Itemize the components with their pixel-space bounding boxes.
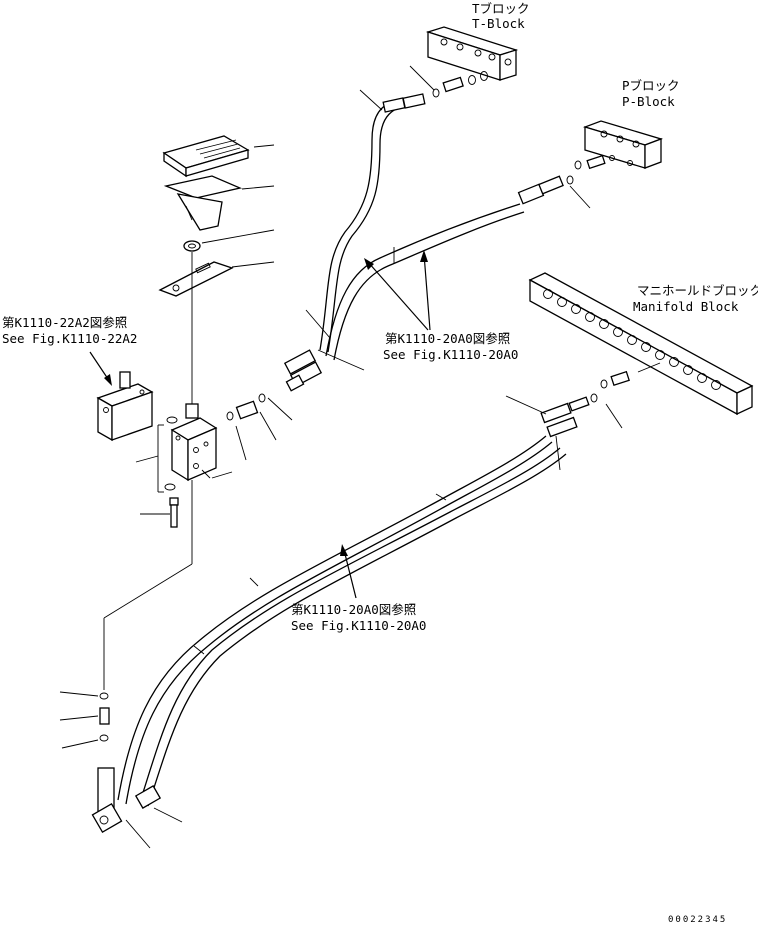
lower-fittings xyxy=(59,691,183,849)
t-block-label-en: T-Block xyxy=(472,16,525,31)
manifold-label-en: Manifold Block xyxy=(633,299,739,314)
center-couplers xyxy=(283,309,365,392)
t-block-label-jp: Tブロック xyxy=(472,1,530,16)
t-block xyxy=(425,26,519,81)
ref-22a2-label-jp: 第K1110-22A2図参照 xyxy=(2,315,127,330)
p-block xyxy=(582,120,664,169)
ref-20a0-upper-label-jp: 第K1110-20A0図参照 xyxy=(385,331,510,346)
ref-22a2-label-en: See Fig.K1110-22A2 xyxy=(2,331,137,346)
bolt xyxy=(140,497,179,528)
ref-20a0-lower-label-jp: 第K1110-20A0図参照 xyxy=(291,602,416,617)
p-block-fittings xyxy=(566,154,606,209)
drawing-number: 00022345 xyxy=(668,915,727,925)
plate xyxy=(158,261,275,297)
center-fittings xyxy=(226,393,293,461)
p-block-label-en: P-Block xyxy=(622,94,675,109)
manifold-label-jp: マニホールドブロック xyxy=(637,283,758,298)
t-block-fittings xyxy=(409,65,488,98)
pilot-valve xyxy=(164,403,218,491)
manifold-block xyxy=(528,272,754,416)
upper-hose-to-t-block xyxy=(319,89,426,353)
ref-20a0-upper-label-en: See Fig.K1110-20A0 xyxy=(383,347,518,362)
lower-hose-main xyxy=(117,395,590,807)
spacer xyxy=(183,229,275,252)
pedal xyxy=(162,135,275,178)
upper-hose-to-p-block xyxy=(325,175,564,361)
p-block-label-jp: Pブロック xyxy=(622,78,680,93)
ppc-valve xyxy=(96,371,154,442)
pedal-bracket xyxy=(163,175,275,231)
ref-20a0-lower-label-en: See Fig.K1110-20A0 xyxy=(291,618,426,633)
manifold-fittings xyxy=(590,370,630,429)
manifold-ports xyxy=(543,289,721,390)
